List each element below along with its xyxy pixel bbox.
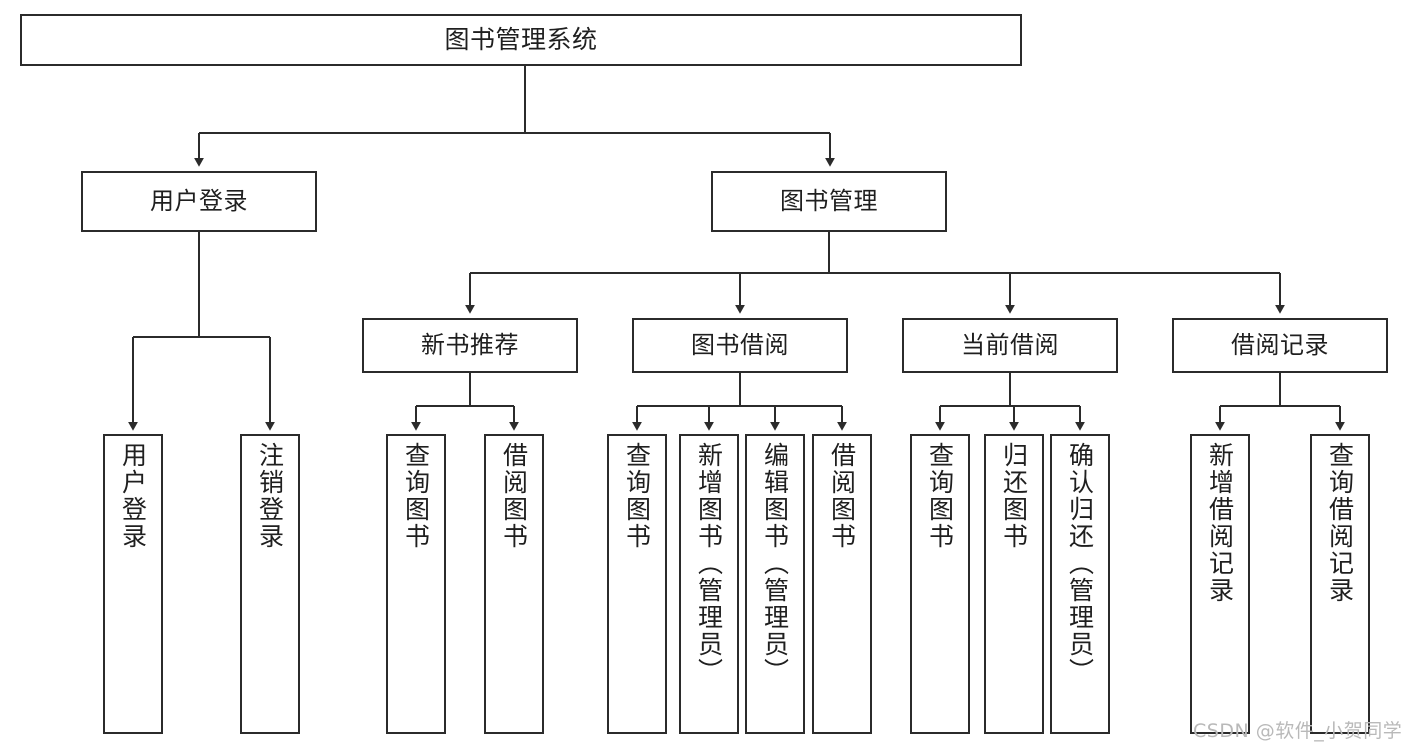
node-label: 图书管理系统 <box>444 24 598 54</box>
watermark-text: CSDN @软件_小贺同学 <box>1193 720 1403 742</box>
node-label: 图书管理 <box>780 186 878 215</box>
node-label: 查询借阅记录 <box>1325 442 1355 604</box>
node-label: 编辑图书（管理员） <box>760 442 790 685</box>
node-leaf-confirm-return[interactable]: 确认归还（管理员） <box>1050 434 1110 734</box>
node-label: 注销登录 <box>255 442 285 550</box>
node-label: 新增图书（管理员） <box>694 442 724 685</box>
node-label: 归还图书 <box>999 442 1029 550</box>
node-label: 当前借阅 <box>961 330 1059 359</box>
node-book-management[interactable]: 图书管理 <box>711 171 947 232</box>
node-leaf-edit-book[interactable]: 编辑图书（管理员） <box>745 434 805 734</box>
node-leaf-add-borrow-record[interactable]: 新增借阅记录 <box>1190 434 1250 734</box>
node-leaf-logout[interactable]: 注销登录 <box>240 434 300 734</box>
node-label: 新书推荐 <box>421 330 519 359</box>
node-book-borrow[interactable]: 图书借阅 <box>632 318 848 373</box>
node-leaf-borrow-book[interactable]: 借阅图书 <box>812 434 872 734</box>
node-leaf-borrow-book-recommend[interactable]: 借阅图书 <box>484 434 544 734</box>
node-leaf-query-book-recommend[interactable]: 查询图书 <box>386 434 446 734</box>
node-borrow-record[interactable]: 借阅记录 <box>1172 318 1388 373</box>
node-leaf-return-book[interactable]: 归还图书 <box>984 434 1044 734</box>
node-leaf-user-login[interactable]: 用户登录 <box>103 434 163 734</box>
node-user-login[interactable]: 用户登录 <box>81 171 317 232</box>
node-current-borrow[interactable]: 当前借阅 <box>902 318 1118 373</box>
node-label: 借阅图书 <box>827 442 857 550</box>
node-leaf-query-book-current[interactable]: 查询图书 <box>910 434 970 734</box>
node-label: 用户登录 <box>150 186 248 215</box>
node-leaf-query-book-borrow[interactable]: 查询图书 <box>607 434 667 734</box>
node-label: 查询图书 <box>622 442 652 550</box>
node-leaf-query-borrow-record[interactable]: 查询借阅记录 <box>1310 434 1370 734</box>
node-label: 查询图书 <box>925 442 955 550</box>
node-label: 图书借阅 <box>691 330 789 359</box>
node-label: 查询图书 <box>401 442 431 550</box>
node-label: 用户登录 <box>118 442 148 550</box>
node-label: 确认归还（管理员） <box>1065 442 1095 685</box>
node-label: 借阅记录 <box>1231 330 1329 359</box>
node-leaf-add-book[interactable]: 新增图书（管理员） <box>679 434 739 734</box>
node-new-book-recommend[interactable]: 新书推荐 <box>362 318 578 373</box>
node-label: 新增借阅记录 <box>1205 442 1235 604</box>
node-root-system[interactable]: 图书管理系统 <box>20 14 1022 66</box>
node-label: 借阅图书 <box>499 442 529 550</box>
